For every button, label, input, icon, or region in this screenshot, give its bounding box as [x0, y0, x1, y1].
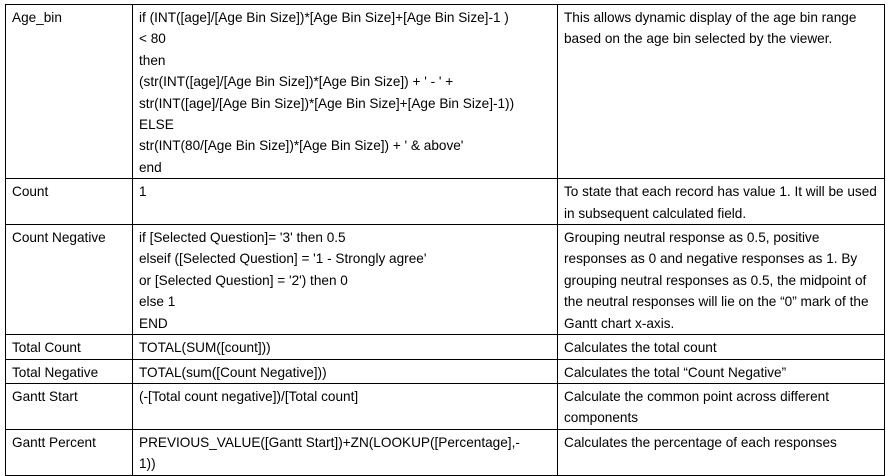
- field-name-cell: Count: [5, 178, 133, 226]
- description-text: Grouping neutral response as 0.5, positi…: [564, 230, 869, 331]
- formula-line: 1: [139, 184, 147, 200]
- field-name-cell: Gantt Percent: [5, 428, 133, 476]
- formula-line: (str(INT([age]/[Age Bin Size])*[Age Bin …: [139, 74, 454, 90]
- field-name-cell: Count Negative: [5, 224, 133, 336]
- table-row: Count 1 To state that each record has va…: [5, 178, 885, 226]
- formula-line: if (INT([age]/[Age Bin Size])*[Age Bin S…: [139, 10, 509, 25]
- field-name: Gantt Percent: [12, 434, 96, 450]
- formula-cell: PREVIOUS_VALUE([Gantt Start])+ZN(LOOKUP(…: [132, 428, 558, 476]
- formula-line: PREVIOUS_VALUE([Gantt Start])+ZN(LOOKUP(…: [139, 434, 520, 450]
- formula-cell: (-[Total count negative])/[Total count]: [132, 382, 558, 430]
- formula-line: then: [139, 52, 166, 68]
- field-name: Gantt Start: [12, 388, 78, 404]
- formula-line: 1)): [139, 456, 156, 472]
- table-row: Gantt Percent PREVIOUS_VALUE([Gantt Star…: [5, 428, 885, 476]
- formula-line: TOTAL(sum([Count Negative])): [139, 364, 327, 380]
- description-cell: This allows dynamic display of the age b…: [557, 3, 885, 180]
- formula-line: str(INT([age]/[Age Bin Size])*[Age Bin S…: [139, 95, 515, 111]
- formula-cell: if [Selected Question]= '3' then 0.5 els…: [132, 224, 558, 336]
- formula-cell: TOTAL(SUM([count])): [132, 334, 558, 360]
- calculated-fields-table: Age_bin if (INT([age]/[Age Bin Size])*[A…: [5, 3, 885, 476]
- description-cell: To state that each record has value 1. I…: [557, 178, 885, 226]
- formula-line: or [Selected Question] = '2') then 0: [139, 272, 348, 288]
- field-name: Age_bin: [12, 10, 62, 25]
- table-row: Count Negative if [Selected Question]= '…: [5, 224, 885, 336]
- formula-line: TOTAL(SUM([count])): [139, 340, 271, 356]
- description-text: Calculates the total “Count Negative”: [564, 364, 787, 380]
- formula-line: str(INT(80/[Age Bin Size])*[Age Bin Size…: [139, 138, 464, 154]
- field-name-cell: Age_bin: [5, 3, 133, 180]
- field-name: Total Count: [12, 340, 81, 356]
- field-name: Count: [12, 184, 49, 200]
- description-text: This allows dynamic display of the age b…: [564, 10, 857, 47]
- description-text: Calculate the common point across differ…: [564, 388, 829, 426]
- formula-line: < 80: [139, 31, 166, 47]
- field-name-cell: Gantt Start: [5, 382, 133, 430]
- table-row: Age_bin if (INT([age]/[Age Bin Size])*[A…: [5, 3, 885, 180]
- formula-line: else 1: [139, 294, 176, 310]
- description-text: Calculates the percentage of each respon…: [564, 434, 837, 450]
- formula-line: (-[Total count negative])/[Total count]: [139, 388, 359, 404]
- formula-line: if [Selected Question]= '3' then 0.5: [139, 230, 346, 246]
- formula-cell: 1: [132, 178, 558, 226]
- formula-cell: TOTAL(sum([Count Negative])): [132, 358, 558, 384]
- field-name-cell: Total Negative: [5, 358, 133, 384]
- table-row: Gantt Start (-[Total count negative])/[T…: [5, 382, 885, 430]
- table-row: Total Negative TOTAL(sum([Count Negative…: [5, 358, 885, 384]
- description-text: Calculates the total count: [564, 340, 717, 356]
- field-name: Count Negative: [12, 230, 106, 246]
- formula-line: END: [139, 315, 168, 331]
- description-cell: Calculates the total count: [557, 334, 885, 360]
- description-cell: Calculates the percentage of each respon…: [557, 428, 885, 476]
- description-cell: Calculates the total “Count Negative”: [557, 358, 885, 384]
- field-name-cell: Total Count: [5, 334, 133, 360]
- table-row: Total Count TOTAL(SUM([count])) Calculat…: [5, 334, 885, 360]
- description-cell: Grouping neutral response as 0.5, positi…: [557, 224, 885, 336]
- formula-line: elseif ([Selected Question] = '1 - Stron…: [139, 251, 427, 267]
- field-name: Total Negative: [12, 364, 99, 380]
- formula-line: end: [139, 159, 162, 175]
- description-cell: Calculate the common point across differ…: [557, 382, 885, 430]
- description-text: To state that each record has value 1. I…: [564, 184, 877, 221]
- formula-line: ELSE: [139, 117, 174, 133]
- formula-cell: if (INT([age]/[Age Bin Size])*[Age Bin S…: [132, 3, 558, 180]
